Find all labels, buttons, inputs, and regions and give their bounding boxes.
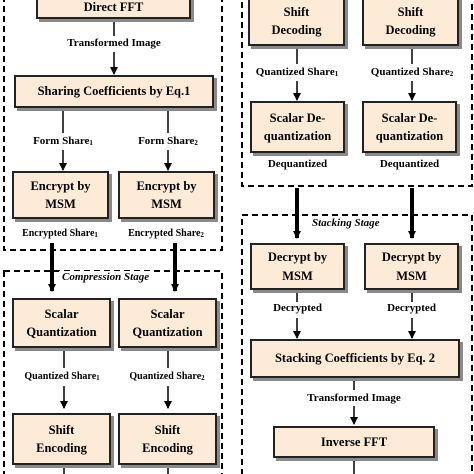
decrypt-msm-1-box: Decrypt by MSM [250,243,345,290]
decrypted-1-label: Decrypted [273,302,322,314]
compression-stage-frame [3,270,223,474]
stacking-coefficients-box: Stacking Coefficients by Eq. 2 [250,339,460,378]
scalar-quantization-1-label: Scalar Quantization [26,306,97,339]
inverse-fft-label: Inverse FFT [320,434,388,449]
encrypted-share-2-label: Encrypted Share2 [128,228,204,239]
scalar-dequantization-2-box: Scalar De- quantization [362,101,457,153]
encrypt-msm-2-box: Encrypt by MSM [118,171,215,219]
stacking-coefficients-label: Stacking Coefficients by Eq. 2 [274,351,436,366]
transformed-image-label-left: Transformed Image [67,37,161,49]
scalar-quantization-2-label: Scalar Quantization [132,306,203,339]
shift-decoding-2-box: Shift Decoding [362,0,459,46]
dequantized-1-label: Dequantized [267,158,328,170]
transformed-image-label-right: Transformed Image [307,392,401,404]
encrypted-share-1-label: Encrypted Share1 [22,228,98,239]
shift-decoding-2-label: Shift Decoding [385,4,436,37]
decrypted-2-label: Decrypted [387,302,436,314]
shift-encoding-1-label: Shift Encoding [36,422,87,455]
scalar-quantization-2-box: Scalar Quantization [118,298,217,348]
shift-decoding-1-box: Shift Decoding [248,0,345,46]
scalar-dequantization-1-label: Scalar De- quantization [263,110,332,143]
decrypt-msm-2-label: Decrypt by MSM [381,250,442,283]
form-share-2-label: Form Share2 [138,135,198,147]
stacking-stage-label: Stacking Stage [309,217,383,229]
decrypt-msm-2-box: Decrypt by MSM [364,243,459,290]
compression-stage-label: Compression Stage [59,271,153,283]
shift-encoding-1-box: Shift Encoding [12,413,111,465]
shift-encoding-2-label: Shift Encoding [142,422,193,455]
scalar-dequantization-1-box: Scalar De- quantization [250,101,345,153]
quantized-share-1-label-right: Quantized Share1 [255,66,339,78]
scalar-dequantization-2-label: Scalar De- quantization [375,110,444,143]
direct-fft-box: Direct FFT [36,0,191,19]
quantized-share-2-label-left: Quantized Share2 [129,371,205,382]
shift-decoding-1-label: Shift Decoding [271,4,322,37]
form-share-1-label: Form Share1 [33,135,93,147]
quantized-share-2-label-right: Quantized Share2 [370,66,454,78]
inverse-fft-box: Inverse FFT [273,426,435,458]
right-top-stage-frame [241,0,473,187]
stacking-stage-frame [241,214,473,474]
sharing-coefficients-box: Sharing Coefficients by Eq.1 [14,75,214,108]
quantized-share-1-label-left: Quantized Share1 [24,371,100,382]
sharing-coefficients-label: Sharing Coefficients by Eq.1 [37,84,191,99]
decrypt-msm-1-label: Decrypt by MSM [267,250,328,283]
scalar-quantization-1-box: Scalar Quantization [12,298,111,348]
direct-fft-label: Direct FFT [83,0,144,14]
left-stage-frame [3,0,223,251]
encrypt-msm-1-box: Encrypt by MSM [12,171,109,219]
encrypt-msm-1-label: Encrypt by MSM [30,178,91,211]
encrypt-msm-2-label: Encrypt by MSM [136,178,197,211]
shift-encoding-2-box: Shift Encoding [118,413,217,465]
dequantized-2-label: Dequantized [379,158,440,170]
